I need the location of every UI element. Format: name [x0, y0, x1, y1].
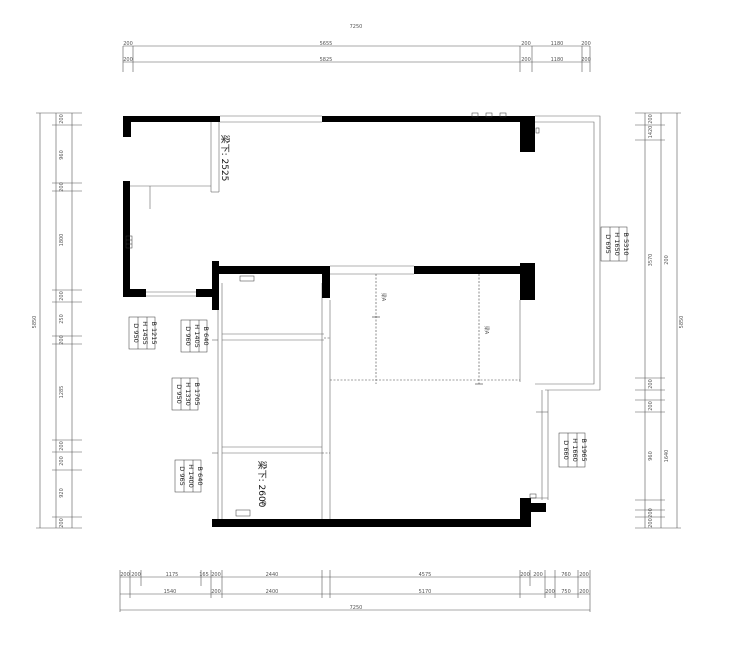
window-3-d: D 950: [175, 384, 183, 403]
bottom-dim-2f: 750: [561, 589, 571, 595]
window-2-d: D 960: [184, 326, 192, 345]
room-label-upper-left: 梁下: 2525: [219, 135, 231, 182]
window-6-h: H 1660: [571, 438, 579, 462]
top-total-dimension: 7250: [350, 24, 363, 30]
window-1-d: D 950: [132, 323, 140, 342]
window-4-h: H 1400: [187, 464, 195, 488]
top-dim-1e: 200: [581, 41, 591, 47]
right-dim-c: 3570: [648, 254, 654, 267]
left-dim-e: 200: [59, 291, 65, 301]
bottom-dim-2e: 200: [545, 589, 555, 595]
right-dim-i: 200: [648, 518, 654, 528]
right-dim-j: 200: [664, 255, 670, 265]
top-dimension-chain: [122, 45, 591, 72]
bottom-dim-2d: 5170: [419, 589, 432, 595]
right-outer-dimension: 5850: [679, 316, 685, 329]
bottom-dim-1c: 1175: [166, 572, 179, 578]
bottom-dim-2c: 2400: [266, 589, 279, 595]
beam-mark-1: 梁A: [380, 293, 387, 302]
window-6-b: B 1965: [580, 438, 588, 461]
top-dim-1c: 200: [521, 41, 531, 47]
bottom-dim-1k: 200: [579, 572, 589, 578]
right-dim-d: 200: [648, 379, 654, 389]
top-dim-2e: 200: [581, 57, 591, 63]
window-4-b: B 640: [196, 467, 204, 486]
left-dim-k: 920: [59, 488, 65, 498]
top-dim-1d: 1180: [551, 41, 564, 47]
window-5-h: H 1650: [613, 232, 621, 256]
window-3-b: B 1705: [193, 382, 201, 405]
top-dim-2a: 200: [123, 57, 133, 63]
right-dim-g: 1640: [664, 450, 670, 463]
top-dim-2d: 1180: [551, 57, 564, 63]
bottom-dim-1f: 2440: [266, 572, 279, 578]
bottom-dim-2g: 200: [579, 589, 589, 595]
bottom-dim-1g: 4575: [419, 572, 432, 578]
bottom-dim-1d: 165: [199, 572, 209, 578]
right-dim-a: 200: [648, 114, 654, 124]
left-dim-l: 200: [59, 518, 65, 528]
beam-height-markers: [372, 316, 483, 385]
window-spec-2: B 640 H 1405 D 960: [180, 319, 210, 353]
bottom-dim-2b: 200: [211, 589, 221, 595]
window-spec-4: B 640 H 1400 D 965: [174, 459, 204, 493]
top-dim-2b: 5825: [320, 57, 333, 63]
bottom-dim-1h: 200: [520, 572, 530, 578]
bottom-dim-1e: 200: [211, 572, 221, 578]
right-dim-b: 1420: [648, 126, 654, 139]
bottom-dim-1i: 200: [533, 572, 543, 578]
left-dim-d: 1800: [59, 234, 65, 247]
top-dim-2c: 200: [521, 57, 531, 63]
window-1-b: B 1215: [150, 321, 158, 344]
bottom-total-dimension: 7250: [350, 605, 363, 611]
bottom-dim-1b: 200: [131, 572, 141, 578]
top-dim-1a: 200: [123, 41, 133, 47]
left-dim-h: 1285: [59, 386, 65, 399]
left-dimension-chain: [36, 112, 82, 529]
right-dim-h: 200: [648, 508, 654, 518]
window-spec-6: B 1965 H 1660 D 660: [558, 432, 588, 468]
thin-outlines: [130, 115, 601, 520]
window-spec-1: B 1215 H 1455 D 950: [128, 316, 158, 350]
right-dim-e: 200: [648, 401, 654, 411]
left-dim-c: 200: [59, 182, 65, 192]
bottom-dim-2a: 1540: [164, 589, 177, 595]
bottom-dimension-chain: [119, 570, 591, 612]
window-5-b: B 5310: [622, 232, 630, 255]
left-dim-g: 200: [59, 335, 65, 345]
left-dim-i: 200: [59, 441, 65, 451]
room-label-lower-bedroom: 梁下: 2600: [256, 461, 268, 508]
bottom-dim-1a: 200: [120, 572, 130, 578]
window-2-h: H 1405: [193, 324, 201, 348]
window-1-h: H 1455: [141, 321, 149, 345]
fixtures: [125, 112, 540, 517]
window-4-d: D 965: [178, 466, 186, 485]
window-spec-3: B 1705 H 1330 D 950: [171, 377, 201, 411]
right-dim-f: 960: [648, 451, 654, 461]
right-dimension-chain: [635, 112, 681, 529]
left-dim-f: 250: [59, 314, 65, 324]
left-dim-a: 200: [59, 114, 65, 124]
walls: [123, 116, 546, 527]
window-6-d: D 660: [562, 440, 570, 459]
window-3-h: H 1330: [184, 382, 192, 406]
beam-mark-2: 梁A: [483, 326, 490, 335]
left-outer-dimension: 5850: [32, 316, 38, 329]
top-dim-1b: 5655: [320, 41, 333, 47]
window-2-b: B 640: [202, 327, 210, 346]
window-5-d: D 695: [604, 234, 612, 253]
left-dim-j: 200: [59, 456, 65, 466]
beam-lines: [322, 274, 520, 454]
bottom-dim-1j: 760: [561, 572, 571, 578]
window-spec-5: B 5310 H 1650 D 695: [600, 226, 630, 262]
left-dim-b: 960: [59, 150, 65, 160]
